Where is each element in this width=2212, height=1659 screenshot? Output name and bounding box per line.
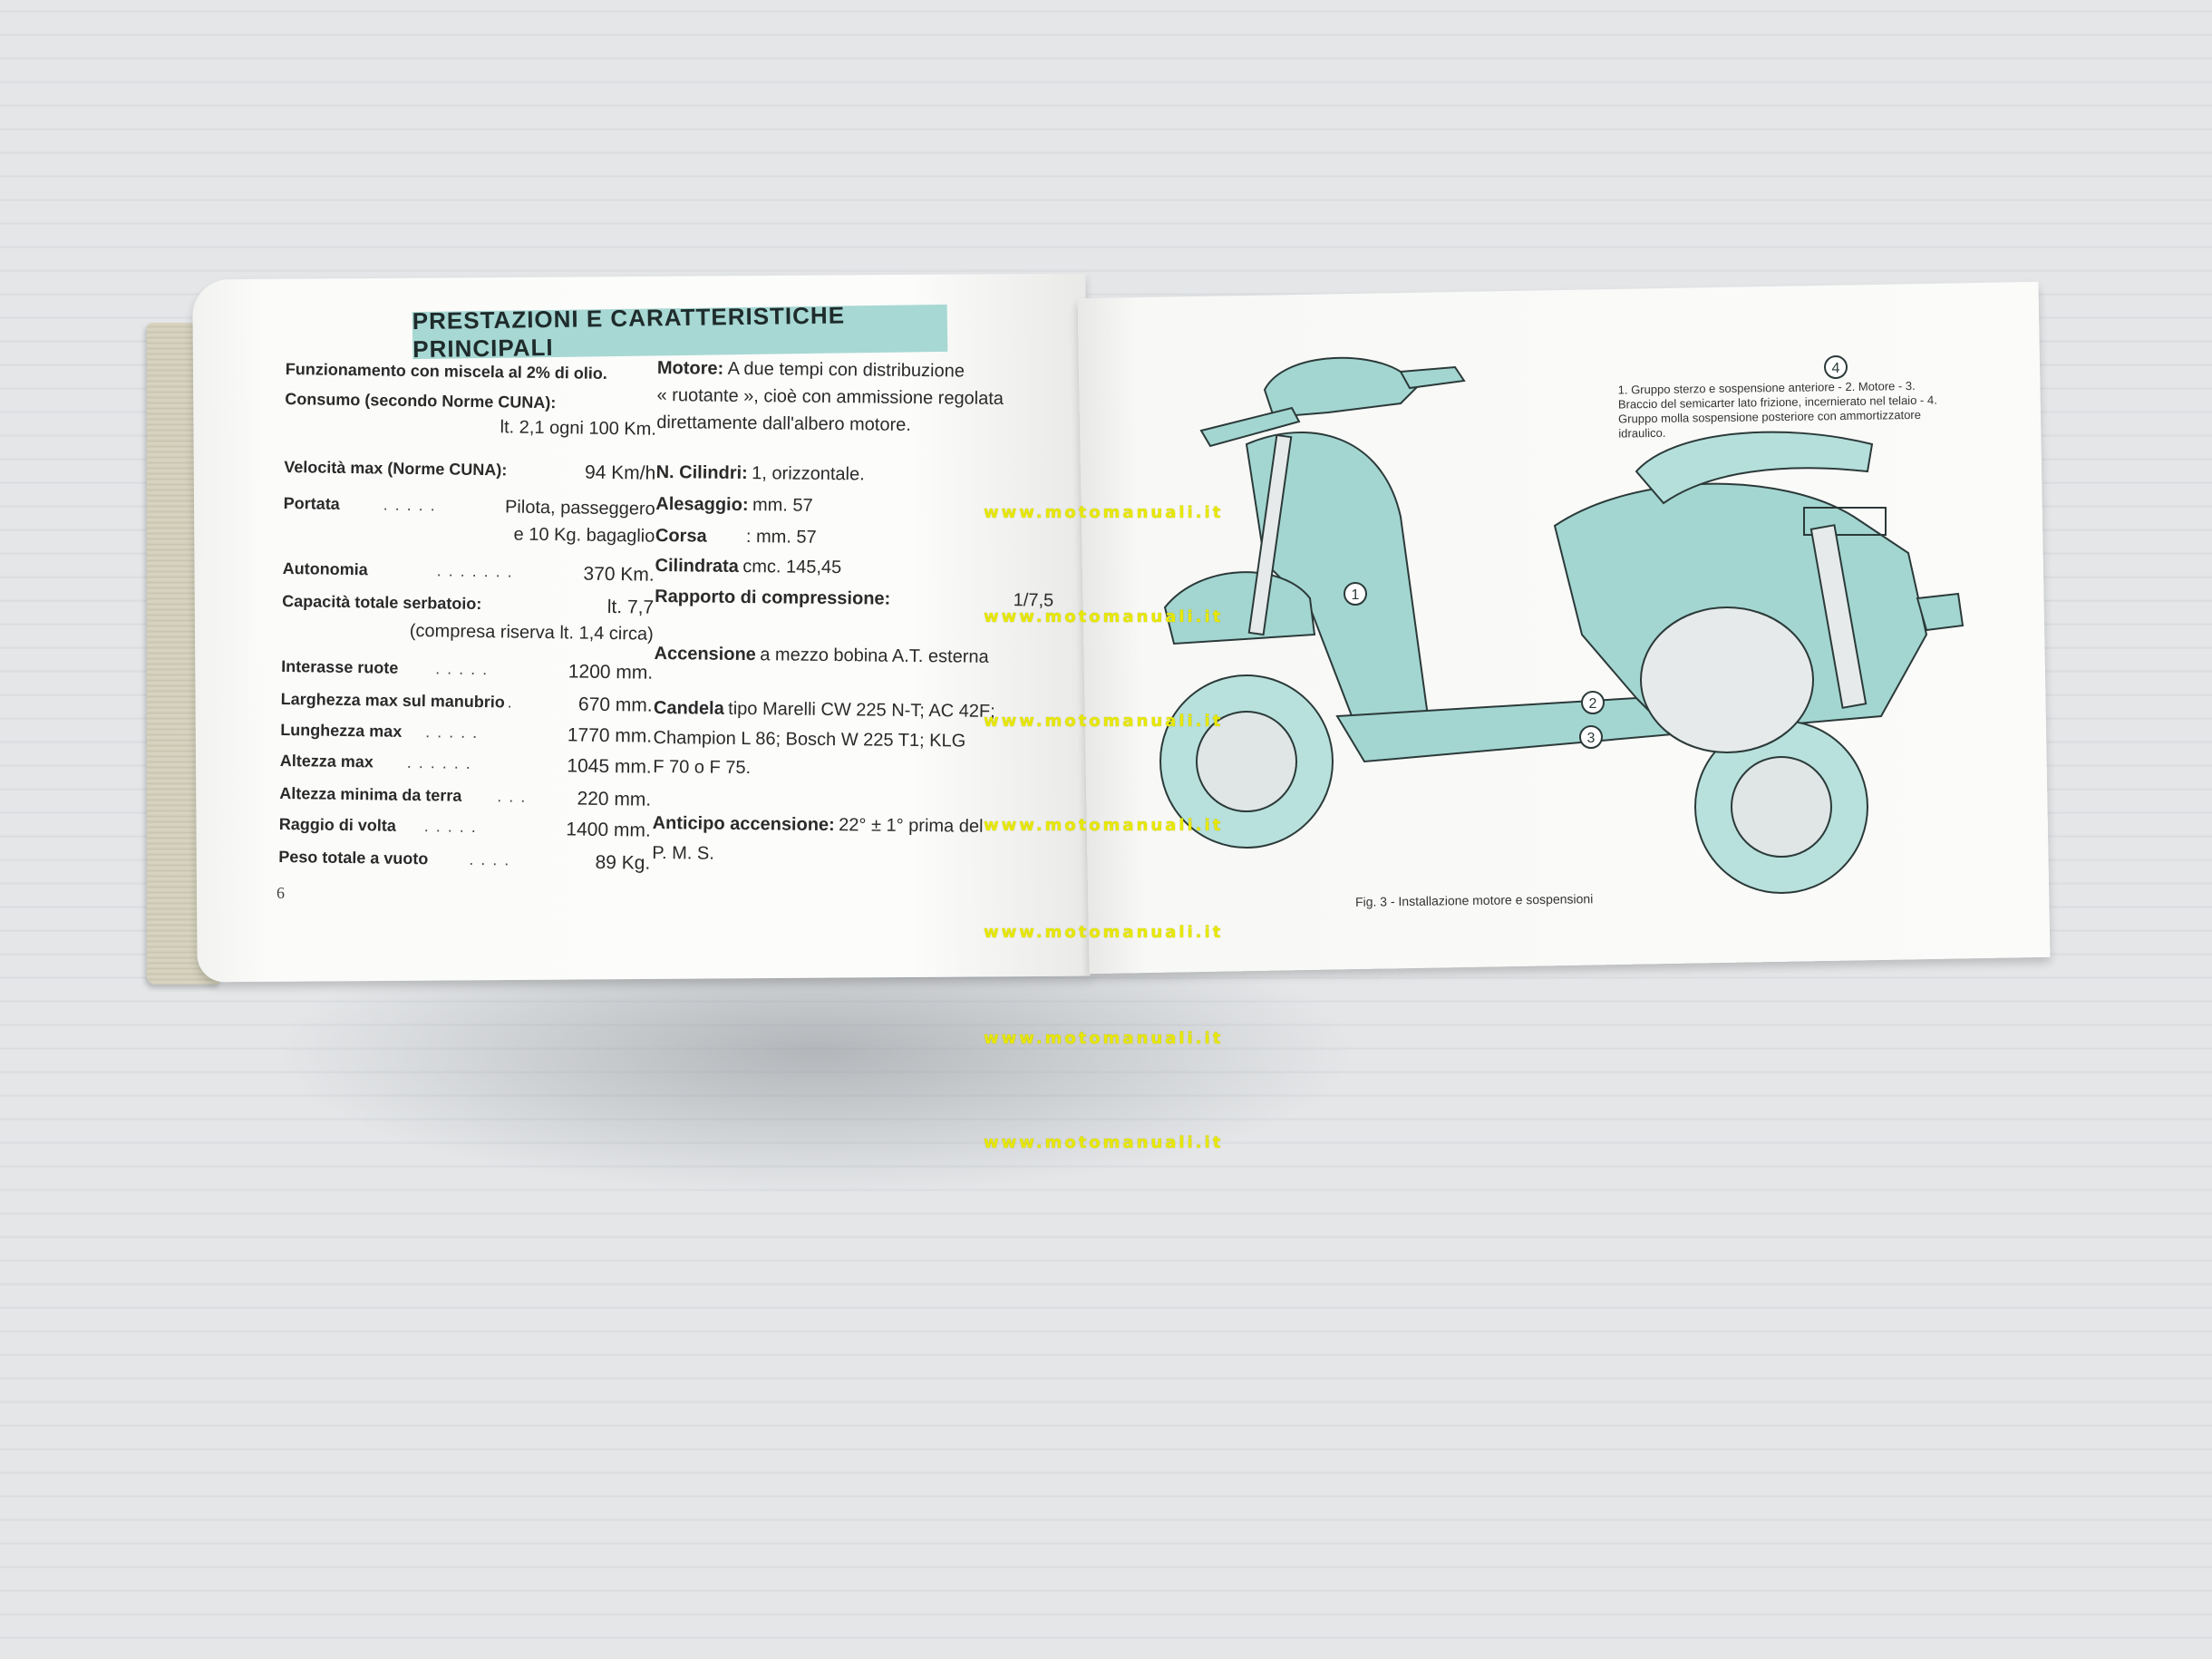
spec-autonomia-value: 370 Km. xyxy=(583,563,655,586)
spec-portata-value-1: Pilota, passeggero xyxy=(504,497,655,519)
rear-hub xyxy=(1731,756,1832,858)
spec-capacita-label: Capacità totale serbatoio: xyxy=(282,591,482,614)
rear-shock xyxy=(1809,524,1868,709)
spec-peso-label: Peso totale a vuoto xyxy=(278,847,429,868)
watermark: www.motomanuali.it xyxy=(984,923,1224,942)
spec-candela-text-2: Champion L 86; Bosch W 225 T1; KLG xyxy=(653,727,966,752)
leader-dots: ....... xyxy=(436,561,519,581)
watermark: www.motomanuali.it xyxy=(984,1133,1224,1152)
spec-interasse-value: 1200 mm. xyxy=(568,661,654,684)
watermark: www.motomanuali.it xyxy=(984,1029,1224,1048)
leader-dots: . xyxy=(507,693,519,712)
watermark: www.motomanuali.it xyxy=(984,503,1224,522)
spec-motore-text-2: « ruotante », cioè con ammissione regola… xyxy=(656,384,1004,410)
spec-portata-value-2: e 10 Kg. bagaglio xyxy=(513,524,655,547)
leader-dots: ...... xyxy=(406,752,478,772)
watermark: www.motomanuali.it xyxy=(984,816,1224,835)
callout-4: 4 xyxy=(1832,361,1840,376)
steering-column xyxy=(1247,433,1293,636)
spec-peso-value: 89 Kg. xyxy=(595,851,651,874)
spec-autonomia-label: Autonomia xyxy=(282,558,368,579)
spec-velocita-value: 94 Km/h xyxy=(584,461,656,484)
spec-rapporto-label: Rapporto di compressione: xyxy=(655,586,891,609)
leader-dots: ..... xyxy=(423,817,483,837)
callout-1: 1 xyxy=(1352,587,1360,603)
watermark: www.motomanuali.it xyxy=(984,712,1224,731)
spec-lunghezza-label: Lunghezza max xyxy=(280,720,403,741)
spec-velocita-label: Velocità max (Norme CUNA): xyxy=(284,457,508,480)
spec-corsa-value: : mm. 57 xyxy=(745,527,817,548)
spec-larghezza-label: Larghezza max sul manubrio xyxy=(280,689,505,712)
spec-motore-text-1: A due tempi con distribuzione xyxy=(727,358,965,382)
spec-capacita-value: lt. 7,7 xyxy=(606,596,655,618)
spec-consumo-label: Consumo (secondo Norme CUNA): xyxy=(285,389,557,412)
spec-anticipo-value: 22° ± 1° prima del xyxy=(839,815,984,837)
spec-altezza-value: 1045 mm. xyxy=(567,755,652,778)
spec-cilindri-value: 1, orizzontale. xyxy=(752,463,865,485)
spec-interasse-label: Interasse ruote xyxy=(281,656,399,677)
leader-dots: ..... xyxy=(435,659,495,679)
right-handlebar-grip xyxy=(1399,365,1466,390)
leader-dots: ..... xyxy=(425,723,485,742)
spec-consumo-value: lt. 2,1 ogni 100 Km. xyxy=(500,417,657,440)
callout-1-circle xyxy=(1344,582,1367,606)
scooter-illustration: 1 2 3 4 xyxy=(1159,355,1965,894)
callout-3: 3 xyxy=(1587,731,1596,746)
callout-3-circle xyxy=(1579,725,1603,749)
front-hub xyxy=(1196,711,1297,812)
spec-cilindri-label: N. Cilindri: xyxy=(655,461,748,484)
spec-accensione-label: Accensione xyxy=(654,643,756,665)
spec-altezza-label: Altezza max xyxy=(279,751,374,771)
spec-cilindrata-value: cmc. 145,45 xyxy=(742,557,842,578)
spec-larghezza-value: 670 mm. xyxy=(577,694,653,716)
engine xyxy=(1640,606,1814,753)
spec-corsa-label: Corsa xyxy=(655,525,707,547)
tail-light xyxy=(1916,592,1965,632)
spec-motore-label: Motore: xyxy=(656,358,724,379)
spec-portata-label: Portata xyxy=(283,493,340,513)
page-number: 6 xyxy=(276,884,285,902)
spec-anticipo-label: Anticipo accensione: xyxy=(652,812,835,836)
callout-4-circle xyxy=(1824,355,1848,379)
spec-candela-text-3: F 70 o F 75. xyxy=(653,756,752,779)
leader-dots: .... xyxy=(469,849,517,869)
spec-alesaggio-value: mm. 57 xyxy=(752,495,813,516)
figure-legend: 1. Gruppo sterzo e sospensione anteriore… xyxy=(1617,378,1937,441)
spec-capacita-note: (compresa riserva lt. 1,4 circa) xyxy=(409,620,654,645)
spec-cilindrata-label: Cilindrata xyxy=(655,555,739,577)
spec-anticipo-value-2: P. M. S. xyxy=(652,842,714,864)
callout-2-circle xyxy=(1581,691,1605,714)
callout-2: 2 xyxy=(1589,696,1597,712)
spec-accensione-value: a mezzo bobina A.T. esterna xyxy=(760,645,989,667)
seat xyxy=(1635,431,1874,505)
spec-raggio-label: Raggio di volta xyxy=(278,814,396,835)
headset-shape xyxy=(1263,356,1421,419)
leader-dots: ..... xyxy=(383,495,442,515)
page-heading: PRESTAZIONI E CARATTERISTICHE PRINCIPALI xyxy=(412,301,948,363)
leader-dots: ... xyxy=(497,787,533,806)
spec-lunghezza-value: 1770 mm. xyxy=(567,724,653,747)
watermark: www.motomanuali.it xyxy=(984,607,1224,626)
spec-altezza-min-label: Altezza minima da terra xyxy=(279,783,462,805)
spec-funzionamento: Funzionamento con miscela al 2% di olio. xyxy=(285,359,607,383)
spec-altezza-min-value: 220 mm. xyxy=(577,788,652,810)
spec-alesaggio-label: Alesaggio: xyxy=(655,493,749,516)
spec-candela-text-1: tipo Marelli CW 225 N-T; AC 42F; xyxy=(728,698,995,722)
spec-motore-text-3: direttamente dall'albero motore. xyxy=(656,412,911,435)
specs-left-column: Funzionamento con miscela al 2% di olio.… xyxy=(278,358,657,874)
rear-rack xyxy=(1803,507,1887,536)
spec-candela-label: Candela xyxy=(653,697,724,719)
left-handlebar-grip xyxy=(1199,406,1301,448)
spec-raggio-value: 1400 mm. xyxy=(566,819,651,841)
